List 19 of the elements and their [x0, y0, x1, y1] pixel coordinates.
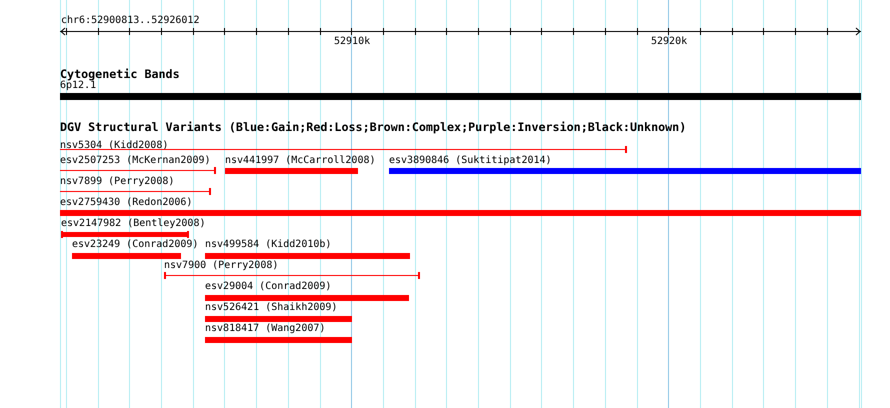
variant-label: esv3890846 (Suktitipat2014): [389, 155, 552, 166]
variant-label: nsv441997 (McCarroll2008): [225, 155, 376, 166]
band-label: 6p12.1: [60, 80, 96, 91]
variant-label: esv23249 (Conrad2009): [72, 239, 198, 250]
coordinate-range: chr6:52900813..52926012: [61, 15, 200, 26]
variant-label: esv2147982 (Bentley2008): [61, 218, 206, 229]
variant-label: nsv7900 (Perry2008): [164, 260, 278, 271]
variant-label: esv2759430 (Redon2006): [60, 197, 192, 208]
variant-label: esv2507253 (McKernan2009): [60, 155, 211, 166]
track-heading: Cytogenetic Bands: [60, 68, 180, 80]
variant-label: nsv499584 (Kidd2010b): [205, 239, 332, 250]
tick-label: 52910k: [334, 36, 370, 47]
tick-label: 52920k: [651, 36, 688, 47]
variant-label: nsv818417 (Wang2007): [205, 323, 326, 334]
variant-label: nsv526421 (Shaikh2009): [205, 302, 338, 313]
variant-label: nsv5304 (Kidd2008): [60, 140, 168, 151]
variant-label: nsv7899 (Perry2008): [60, 176, 174, 187]
track-heading: DGV Structural Variants (Blue:Gain;Red:Loss;Brown:Complex;Purple:Inversion;Black:Unknown): [60, 121, 686, 133]
variant-label: esv29004 (Conrad2009): [205, 281, 332, 292]
